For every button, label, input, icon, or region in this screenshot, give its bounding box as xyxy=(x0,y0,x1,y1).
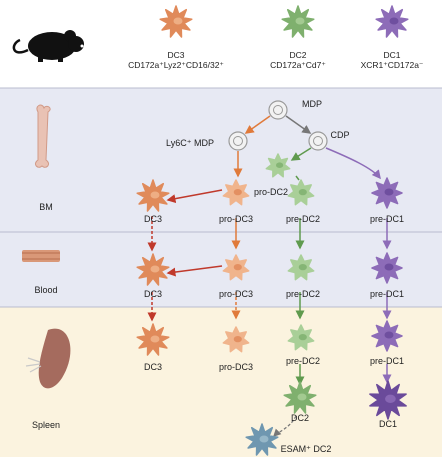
blood-vessel-icon xyxy=(22,250,60,262)
header-dc1-cell xyxy=(375,5,409,38)
header-dc2-markers: CD172a⁺Cd7⁺ xyxy=(270,60,326,70)
label-bm-pro-dc3: pro-DC3 xyxy=(218,214,254,224)
spleen-icon xyxy=(25,328,71,389)
ly6c-mdp-cell xyxy=(228,131,248,151)
cdp-cell xyxy=(308,131,328,151)
label-esam-dc2: ESAM⁺ DC2 xyxy=(280,444,332,454)
header-dc2-name: DC2 xyxy=(289,50,307,60)
spleen-pro-dc3-cell xyxy=(222,326,250,353)
label-cdp: CDP xyxy=(330,130,350,140)
label-spleen-dc2: DC2 xyxy=(290,413,310,423)
esam-dc2-cell xyxy=(245,423,279,456)
label-spleen-pre-dc2: pre-DC2 xyxy=(285,356,321,366)
label-mdp: MDP xyxy=(302,99,322,109)
label-bm-dc3: DC3 xyxy=(143,214,163,224)
bm-pre-dc2-cell xyxy=(287,179,315,206)
label-blood-pre-dc2: pre-DC2 xyxy=(285,289,321,299)
bone-icon xyxy=(35,104,51,168)
label-spleen-pre-dc1: pre-DC1 xyxy=(369,356,405,366)
blood-pre-dc2-cell xyxy=(287,254,315,281)
label-bm-pre-dc2: pre-DC2 xyxy=(285,214,321,224)
mdp-cell xyxy=(268,100,288,120)
band-bm xyxy=(0,88,442,232)
section-label-bm: BM xyxy=(39,202,53,212)
label-blood-pro-dc3: pro-DC3 xyxy=(218,289,254,299)
header-dc1-name: DC1 xyxy=(383,50,401,60)
header-dc1-markers: XCR1⁺CD172a⁻ xyxy=(360,60,424,70)
bm-dc3-cell xyxy=(136,179,170,212)
label-bm-pre-dc1: pre-DC1 xyxy=(369,214,405,224)
label-spleen-dc1: DC1 xyxy=(378,419,398,429)
label-ly6c-mdp: Ly6C⁺ MDP xyxy=(166,138,214,148)
label-blood-pre-dc1: pre-DC1 xyxy=(369,289,405,299)
spleen-dc1-cell xyxy=(369,380,407,420)
spleen-pre-dc2-cell xyxy=(287,324,315,351)
header-dc3-cell xyxy=(159,5,193,38)
header-dc3-markers: CD172a⁺Lyz2⁺CD16/32⁺ xyxy=(128,60,224,70)
label-pro-dc2: pro-DC2 xyxy=(253,187,289,197)
pro-dc2-cell xyxy=(265,153,291,178)
label-spleen-pro-dc3: pro-DC3 xyxy=(218,362,254,372)
bm-pre-dc1-cell xyxy=(371,177,403,209)
spleen-pre-dc1-cell xyxy=(371,320,403,352)
section-label-spleen: Spleen xyxy=(31,420,61,430)
blood-dc3-cell xyxy=(136,253,170,286)
spleen-dc3-cell xyxy=(136,323,170,356)
header-dc3-name: DC3 xyxy=(167,50,185,60)
blood-pre-dc1-cell xyxy=(371,252,403,284)
blood-pro-dc3-cell xyxy=(222,254,250,281)
header-dc2-cell xyxy=(281,5,315,38)
band-spleen xyxy=(0,307,442,457)
section-label-blood: Blood xyxy=(34,285,58,295)
band-blood xyxy=(0,232,442,307)
label-spleen-dc3: DC3 xyxy=(143,362,163,372)
spleen-dc2-cell xyxy=(283,381,317,414)
mouse-icon xyxy=(12,30,84,62)
label-blood-dc3: DC3 xyxy=(143,289,163,299)
bm-pro-dc3-cell xyxy=(222,179,250,206)
